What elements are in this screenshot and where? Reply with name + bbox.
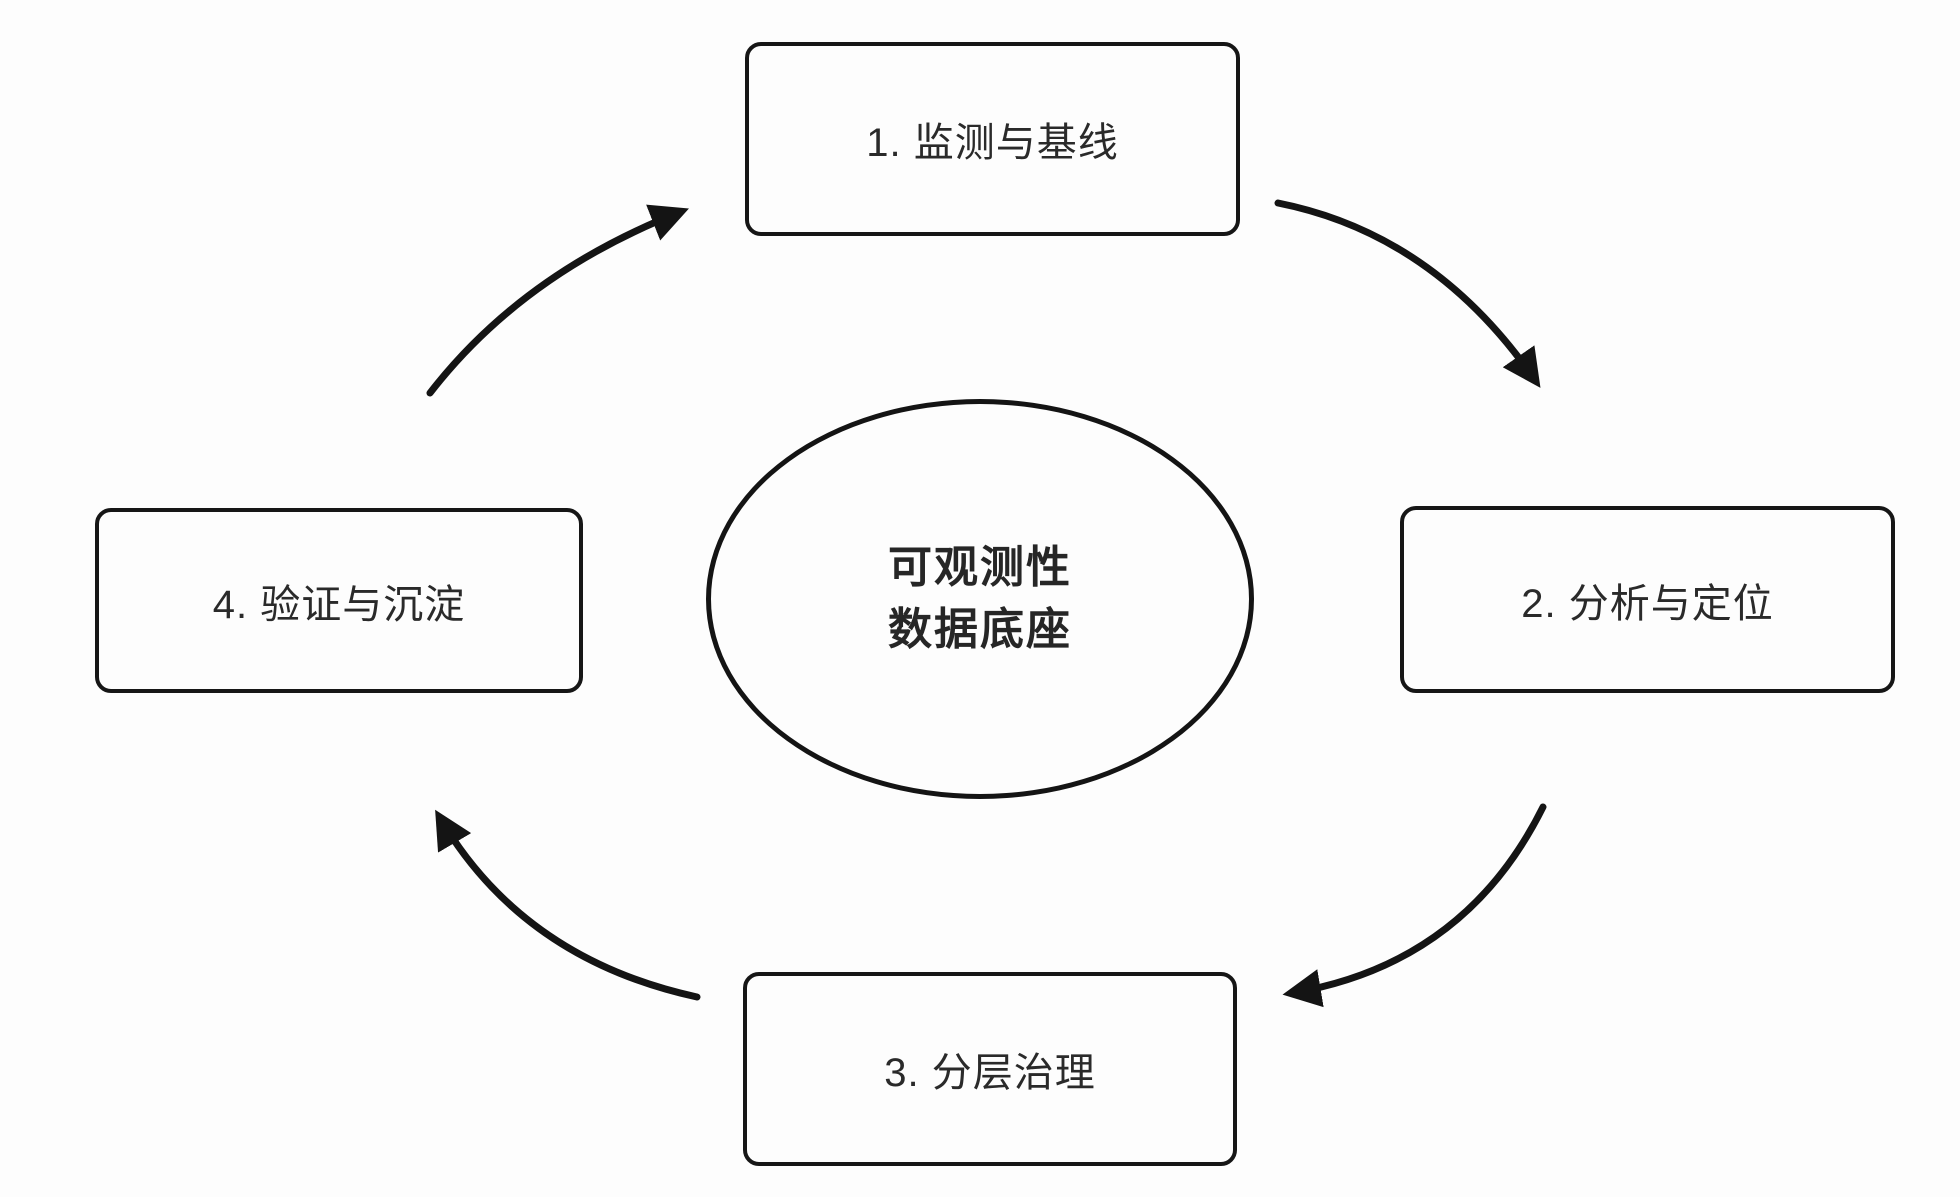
node-tiered-governance-label: 3. 分层治理 — [884, 1051, 1096, 1095]
arrow-2-to-3-icon — [1282, 803, 1547, 1008]
node-tiered-governance: 3. 分层治理 — [743, 972, 1237, 1166]
center-ellipse-label-line2: 数据底座 — [888, 605, 1072, 654]
arrow-3-to-4-icon — [435, 809, 701, 1001]
node-analysis-localization-label: 2. 分析与定位 — [1521, 581, 1774, 626]
center-ellipse-observability-data-base: 可观测性 数据底座 — [706, 399, 1254, 799]
node-monitoring-baseline: 1. 监测与基线 — [745, 42, 1240, 236]
center-ellipse-label-line1: 可观测性 — [888, 543, 1072, 593]
arrow-1-to-2-icon — [1274, 199, 1541, 388]
arrow-4-to-1-icon — [426, 204, 689, 397]
node-analysis-localization: 2. 分析与定位 — [1400, 506, 1895, 693]
node-validation-consolidation-label: 4. 验证与沉淀 — [212, 582, 466, 627]
node-monitoring-baseline-label: 1. 监测与基线 — [866, 121, 1119, 165]
center-ellipse-label: 可观测性 数据底座 — [888, 537, 1072, 660]
node-validation-consolidation: 4. 验证与沉淀 — [95, 508, 583, 693]
